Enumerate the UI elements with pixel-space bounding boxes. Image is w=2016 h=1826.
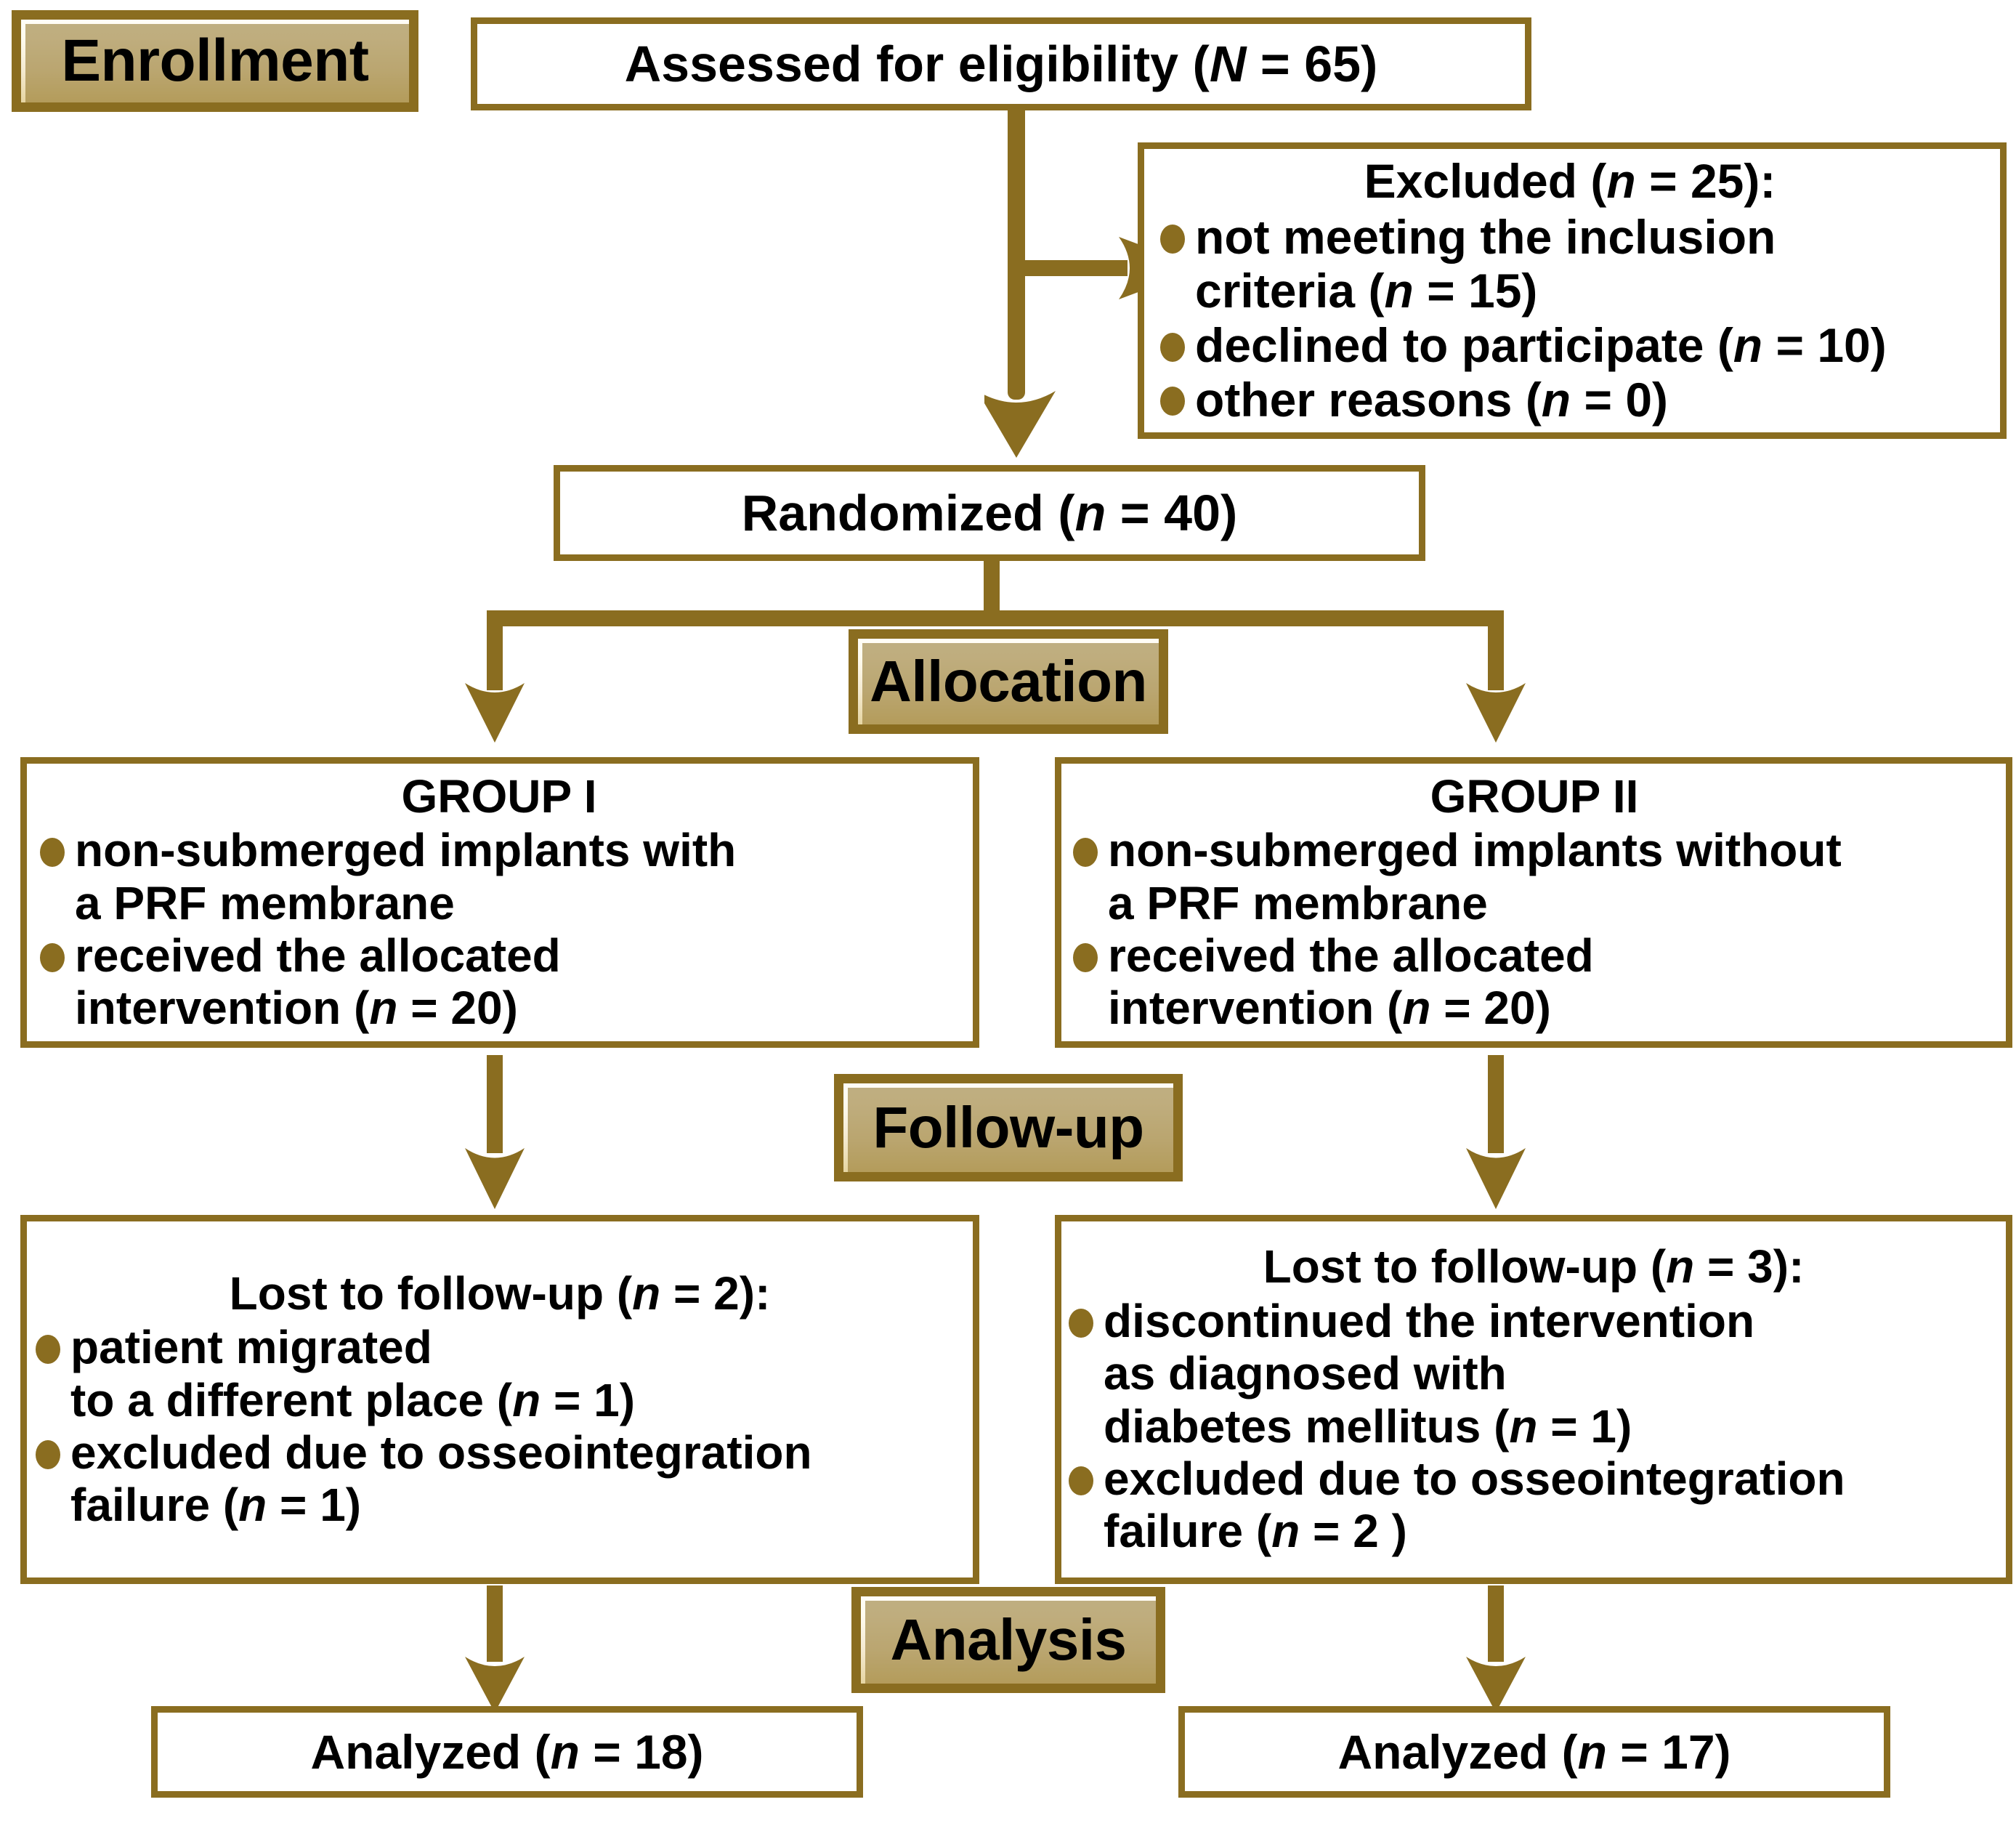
box-lost-followup-right: Lost to follow-up (n = 3): discontinued … bbox=[1055, 1215, 2012, 1584]
stage-label-followup: Follow-up bbox=[834, 1074, 1183, 1181]
list-item: not meeting the inclusion criteria (n = … bbox=[1154, 210, 1985, 318]
box-group-2: GROUP II non-submerged implants without … bbox=[1055, 757, 2012, 1048]
list-item: non-submerged implants without a PRF mem… bbox=[1067, 824, 2001, 929]
lost-followup-left-item-list: patient migrated to a different place (n… bbox=[30, 1321, 970, 1531]
lost-followup-left-heading: Lost to follow-up (n = 2): bbox=[229, 1267, 771, 1320]
stage-label-enrollment-text: Enrollment bbox=[61, 28, 369, 94]
stage-label-allocation-text: Allocation bbox=[870, 649, 1147, 714]
list-item: other reasons (n = 0) bbox=[1154, 373, 1985, 427]
stage-label-allocation: Allocation bbox=[849, 629, 1168, 734]
list-item: received the allocated intervention (n =… bbox=[34, 929, 964, 1035]
box-assessed-for-eligibility: Assessed for eligibility (N = 65) bbox=[471, 17, 1533, 112]
connector-group2-to-followup bbox=[1465, 1055, 1526, 1215]
randomized-text: Randomized (n = 40) bbox=[741, 484, 1238, 541]
list-item: patient migrated to a different place (n… bbox=[30, 1321, 970, 1426]
excluded-reason-list: not meeting the inclusion criteria (n = … bbox=[1154, 210, 1985, 427]
list-item: excluded due to osseointegration failure… bbox=[30, 1426, 970, 1532]
assessed-for-eligibility-text: Assessed for eligibility (N = 65) bbox=[624, 35, 1378, 92]
list-item: declined to participate (n = 10) bbox=[1154, 318, 1985, 373]
group-1-item-list: non-submerged implants with a PRF membra… bbox=[34, 824, 964, 1034]
box-excluded: Excluded (n = 25): not meeting the inclu… bbox=[1138, 142, 2008, 440]
lost-followup-right-heading: Lost to follow-up (n = 3): bbox=[1263, 1240, 1805, 1293]
connector-group1-to-followup bbox=[464, 1055, 525, 1215]
stage-label-enrollment: Enrollment bbox=[12, 10, 418, 112]
stage-label-followup-text: Follow-up bbox=[873, 1095, 1144, 1160]
stage-label-analysis-text: Analysis bbox=[890, 1607, 1127, 1672]
connector-randomized-split bbox=[465, 552, 1526, 748]
connector-followup-to-analyzed-right bbox=[1465, 1585, 1526, 1716]
box-randomized: Randomized (n = 40) bbox=[554, 465, 1427, 562]
list-item: discontinued the intervention as diagnos… bbox=[1063, 1295, 2004, 1453]
list-item: excluded due to osseointegration failure… bbox=[1063, 1453, 2004, 1558]
box-analyzed-left: Analyzed (n = 18) bbox=[151, 1706, 865, 1799]
group-1-heading: GROUP I bbox=[401, 769, 597, 823]
list-item: non-submerged implants with a PRF membra… bbox=[34, 824, 964, 929]
group-2-item-list: non-submerged implants without a PRF mem… bbox=[1067, 824, 2001, 1034]
box-lost-followup-left: Lost to follow-up (n = 2): patient migra… bbox=[20, 1215, 979, 1584]
stage-label-analysis: Analysis bbox=[851, 1587, 1165, 1693]
group-2-heading: GROUP II bbox=[1430, 769, 1639, 823]
list-item: received the allocated intervention (n =… bbox=[1067, 929, 2001, 1035]
analyzed-left-text: Analyzed (n = 18) bbox=[310, 1724, 704, 1779]
lost-followup-right-item-list: discontinued the intervention as diagnos… bbox=[1063, 1295, 2004, 1558]
connector-followup-to-analyzed-left bbox=[464, 1585, 525, 1716]
analyzed-right-text: Analyzed (n = 17) bbox=[1337, 1724, 1731, 1779]
excluded-heading: Excluded (n = 25): bbox=[1364, 153, 1776, 208]
box-analyzed-right: Analyzed (n = 17) bbox=[1178, 1706, 1892, 1799]
box-group-1: GROUP I non-submerged implants with a PR… bbox=[20, 757, 979, 1048]
